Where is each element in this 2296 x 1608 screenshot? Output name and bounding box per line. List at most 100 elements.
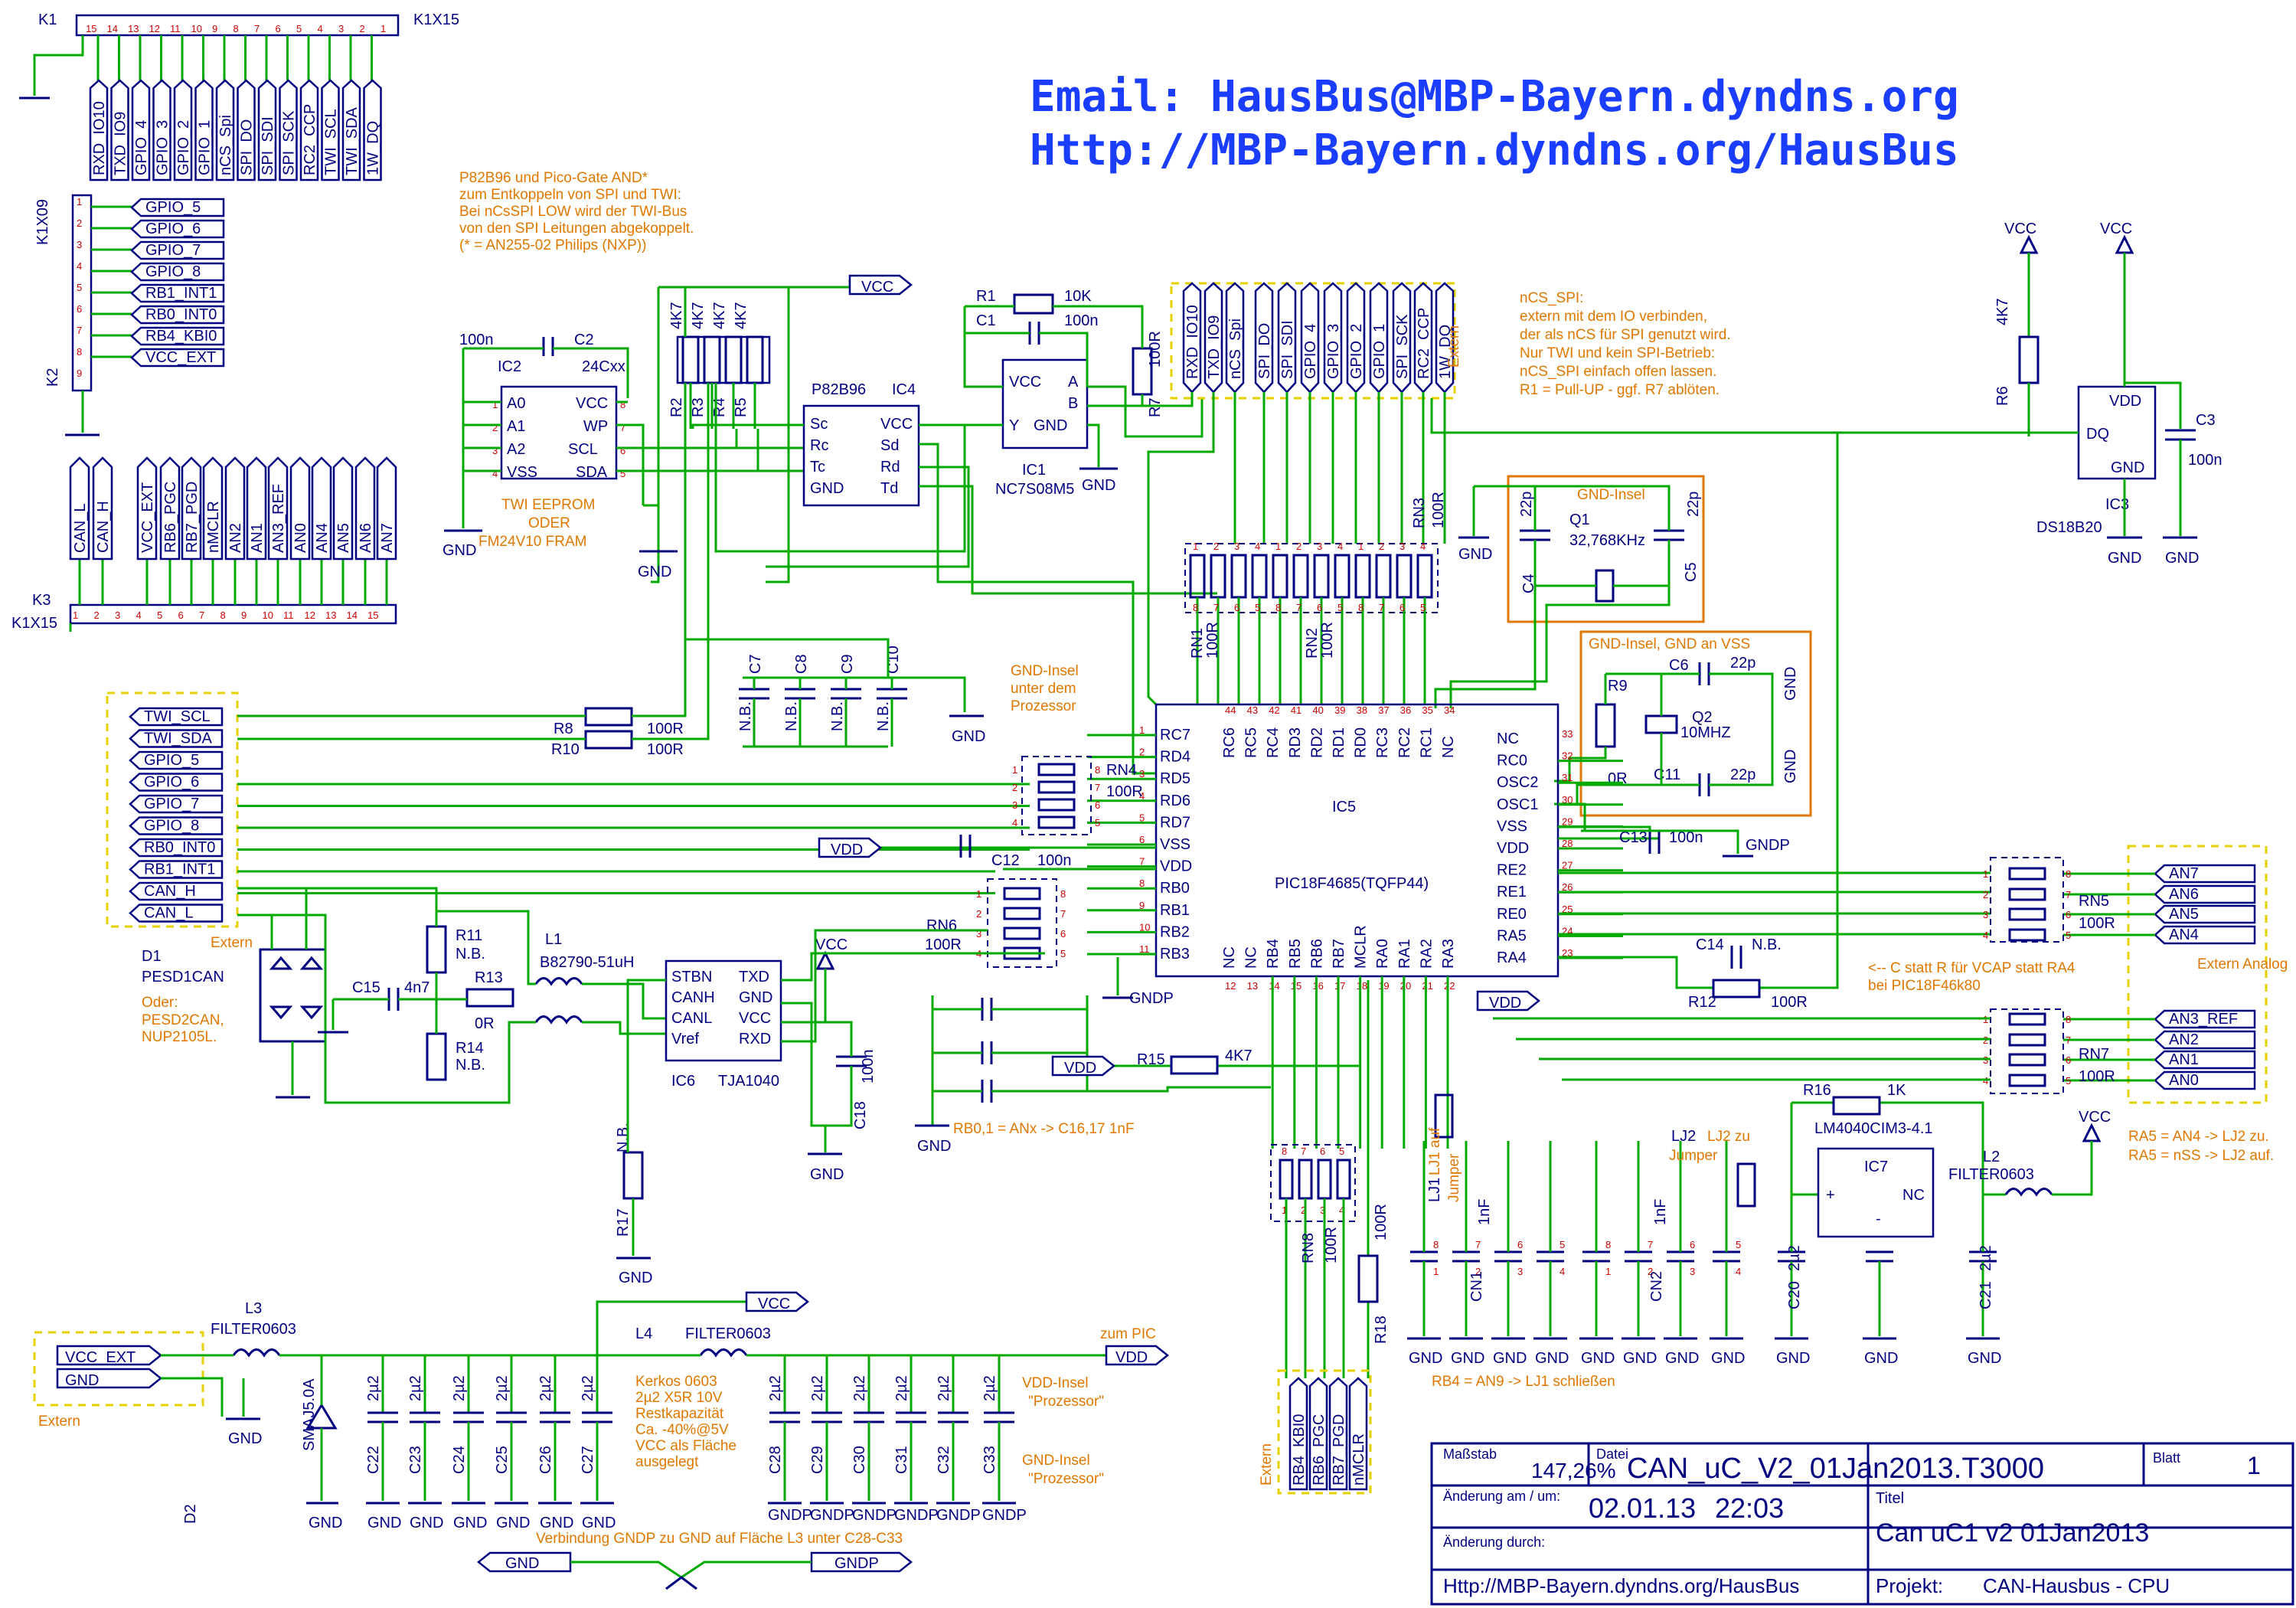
spi-gpio-3: GPIO_3 — [1325, 324, 1342, 379]
svg-text:C13: C13 — [1619, 829, 1648, 846]
svg-text:1: 1 — [1139, 724, 1145, 736]
svg-text:RB0,1 = ANx -> C16,17 1nF: RB0,1 = ANx -> C16,17 1nF — [953, 1121, 1135, 1137]
svg-text:1: 1 — [1282, 1204, 1287, 1216]
svg-text:"Prozessor": "Prozessor" — [1028, 1471, 1104, 1487]
svg-text:NC: NC — [1243, 946, 1260, 969]
analog-an1-flag — [2154, 1050, 2256, 1070]
svg-text:GND: GND — [1451, 1350, 1484, 1367]
svg-text:6: 6 — [620, 445, 625, 456]
svg-text:VCC: VCC — [739, 1010, 771, 1027]
svg-text:R1 = Pull-UP - ggf. R7 ablöten: R1 = Pull-UP - ggf. R7 ablöten. — [1520, 382, 1720, 398]
svg-text:RA4: RA4 — [1497, 949, 1527, 966]
svg-text:FILTER0603: FILTER0603 — [685, 1325, 771, 1342]
svg-text:VDD: VDD — [2109, 393, 2141, 410]
k3-vcc-ext: VCC_EXT — [139, 482, 156, 553]
svg-text:3: 3 — [976, 928, 981, 940]
svg-text:C31: C31 — [893, 1446, 910, 1474]
spi-spi-sdi: SPI_SDI — [1279, 320, 1296, 379]
svg-text:1: 1 — [1983, 868, 1988, 880]
svg-text:GND: GND — [1776, 1350, 1810, 1367]
svg-text:4K7: 4K7 — [1225, 1047, 1253, 1064]
k2-rb1-int1-flag — [130, 283, 225, 303]
svg-text:8: 8 — [1605, 1239, 1611, 1250]
c12-decoupling: VDD C12 100n — [818, 835, 1072, 869]
k2-pin-num: 7 — [77, 325, 82, 336]
twi-rb1-int1-flag — [129, 860, 224, 879]
prog-rb4-kbi0: RB4_KBI0 — [1291, 1414, 1308, 1485]
svg-text:RA3: RA3 — [1440, 939, 1457, 969]
svg-text:32,768KHz: 32,768KHz — [1569, 532, 1645, 549]
svg-text:1: 1 — [1193, 541, 1198, 552]
svg-text:GND-Insel: GND-Insel — [1011, 663, 1079, 679]
k2-vcc-ext-flag — [130, 348, 225, 368]
k3-vcc-ext-flag — [136, 456, 158, 561]
k2-rb4-kbi0-flag — [130, 326, 225, 346]
k1-spi-do-flag — [237, 79, 256, 181]
svg-text:2: 2 — [1648, 1266, 1653, 1277]
svg-text:GNDP: GNDP — [1746, 837, 1790, 854]
svg-text:8: 8 — [1193, 602, 1198, 613]
svg-text:CANH: CANH — [671, 989, 715, 1006]
svg-text:C11: C11 — [1654, 766, 1680, 783]
svg-text:GND: GND — [1665, 1350, 1699, 1367]
svg-text:2µ2: 2µ2 — [407, 1375, 424, 1401]
svg-text:Änderung durch:: Änderung durch: — [1443, 1534, 1545, 1550]
k3-pin-num: 6 — [178, 610, 184, 621]
k3-can-l: CAN_L — [72, 504, 89, 553]
k2-pin-num: 6 — [77, 303, 82, 315]
svg-text:7: 7 — [1379, 602, 1384, 613]
svg-text:RB4 = AN9 -> LJ1 schließen: RB4 = AN9 -> LJ1 schließen — [1432, 1374, 1615, 1390]
k1-twi-sda: TWI_SDA — [344, 106, 361, 175]
svg-text:Vref: Vref — [671, 1031, 699, 1047]
k1-1w-dq-flag — [363, 79, 382, 181]
svg-text:7: 7 — [1296, 602, 1302, 613]
svg-text:RB1: RB1 — [1160, 902, 1190, 919]
svg-text:Sc: Sc — [810, 416, 828, 433]
svg-text:1: 1 — [976, 888, 981, 900]
svg-text:2: 2 — [1012, 782, 1017, 793]
title-block: Maßstab 147,26% Datei CAN_uC_V2_01Jan201… — [1430, 1442, 2294, 1606]
svg-text:RD3: RD3 — [1287, 727, 1304, 758]
svg-text:7: 7 — [1139, 856, 1145, 868]
svg-text:VSS: VSS — [1160, 836, 1190, 853]
svg-text:8: 8 — [1060, 888, 1066, 900]
svg-text:2µ2: 2µ2 — [451, 1375, 468, 1401]
svg-text:Rc: Rc — [810, 437, 828, 454]
svg-text:GND: GND — [1968, 1350, 2001, 1367]
k1-gpio-3: GPIO_3 — [155, 120, 171, 175]
analog-an4: AN4 — [2169, 927, 2199, 943]
analog-an7-flag — [2154, 864, 2256, 884]
svg-text:R12: R12 — [1688, 994, 1716, 1011]
svg-text:RN1: RN1 — [1189, 628, 1206, 659]
svg-text:31: 31 — [1562, 772, 1573, 783]
twi-twi-scl: TWI_SCL — [144, 708, 211, 725]
svg-text:5: 5 — [1420, 602, 1426, 613]
svg-text:GND: GND — [1458, 546, 1492, 563]
analog-an3-ref-flag — [2154, 1009, 2256, 1029]
k2-vcc-ext: VCC_EXT — [145, 349, 216, 366]
svg-text:41: 41 — [1291, 704, 1302, 716]
svg-text:Extern: Extern — [38, 1414, 80, 1430]
svg-text:6: 6 — [1234, 602, 1239, 613]
svg-text:LM4040CIM3-4.1: LM4040CIM3-4.1 — [1814, 1120, 1933, 1137]
svg-text:GND: GND — [739, 989, 772, 1006]
svg-text:RN6: RN6 — [926, 917, 957, 934]
svg-text:NUP2105L.: NUP2105L. — [142, 1029, 217, 1045]
k1-pin-num: 7 — [254, 23, 260, 34]
analog-an1: AN1 — [2169, 1051, 2199, 1068]
svg-text:24Cxx: 24Cxx — [582, 358, 625, 375]
svg-text:der als nCS für SPI genutzt wi: der als nCS für SPI genutzt wird. — [1520, 327, 1731, 343]
svg-text:C25: C25 — [494, 1446, 511, 1474]
svg-text:RC4: RC4 — [1265, 727, 1282, 758]
svg-text:100n: 100n — [1037, 852, 1072, 869]
svg-text:R5: R5 — [733, 397, 750, 417]
k1-pin-num: 5 — [296, 23, 302, 34]
k2-rb1-int1: RB1_INT1 — [145, 285, 217, 302]
k1-rxd-io10: RXD_IO10 — [91, 101, 108, 175]
k1-rc2-ccp-flag — [299, 79, 319, 181]
svg-text:RC7: RC7 — [1160, 727, 1190, 744]
svg-text:Td: Td — [880, 480, 898, 497]
